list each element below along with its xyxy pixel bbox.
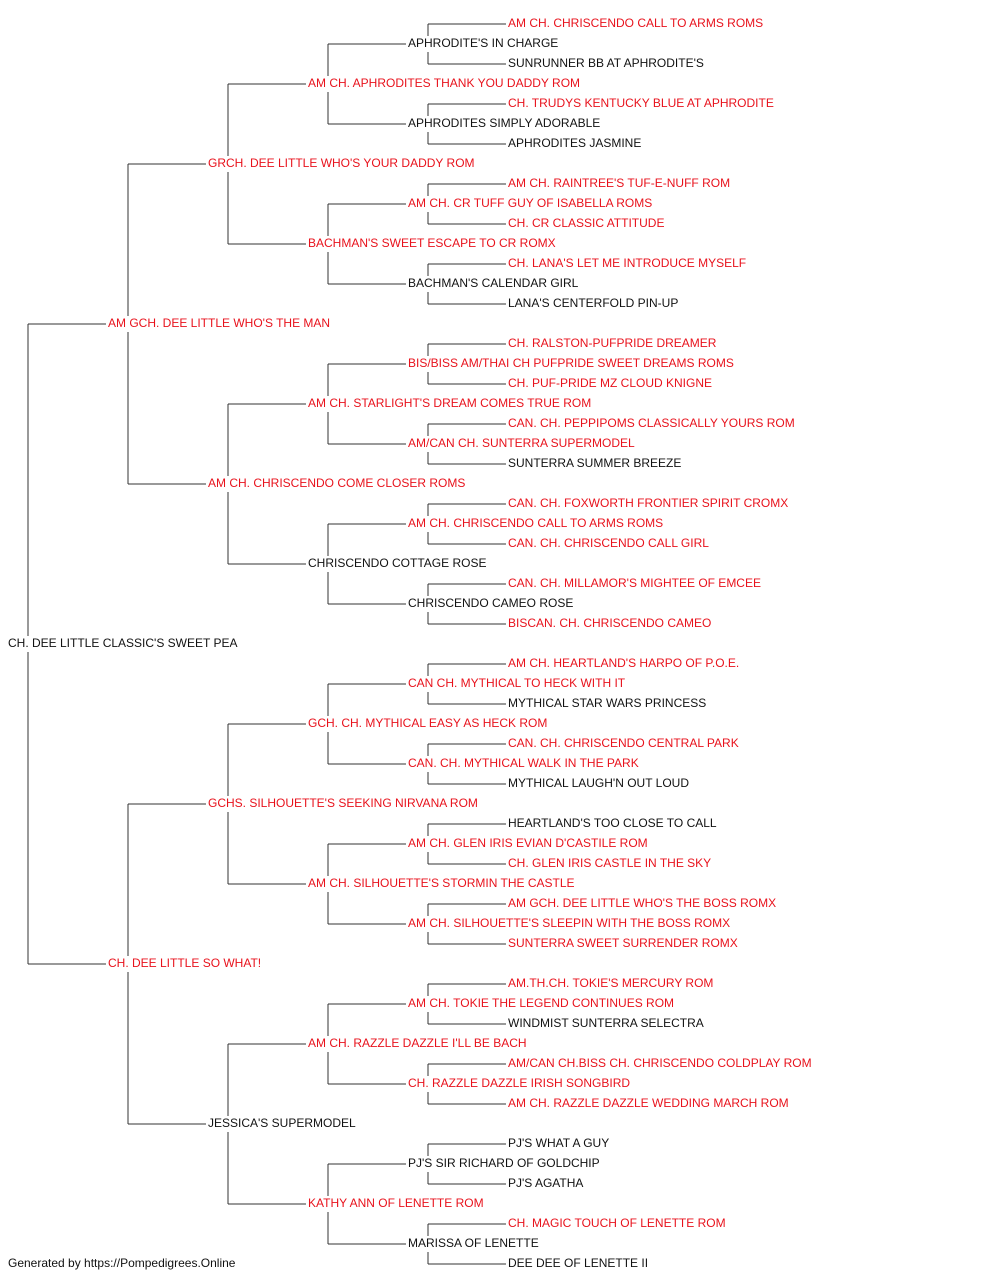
sire-name-gen-4: AM CH. CHRISCENDO CALL TO ARMS ROMS xyxy=(408,516,663,530)
sire-name-gen-4: AM CH. CR TUFF GUY OF ISABELLA ROMS xyxy=(408,196,652,210)
dam-name-gen-5: WINDMIST SUNTERRA SELECTRA xyxy=(508,1016,704,1030)
dam-name-gen-4: CAN. CH. MYTHICAL WALK IN THE PARK xyxy=(408,756,639,770)
sire-name-gen-3: AM CH. RAZZLE DAZZLE I'LL BE BACH xyxy=(308,1036,527,1050)
dam-name-gen-4: MARISSA OF LENETTE xyxy=(408,1236,539,1250)
dam-name-gen-5: AM CH. RAZZLE DAZZLE WEDDING MARCH ROM xyxy=(508,1096,789,1110)
dam-name-gen-5: SUNTERRA SUMMER BREEZE xyxy=(508,456,681,470)
dog-names: CH. DEE LITTLE CLASSIC'S SWEET PEA Gener… xyxy=(8,16,812,1270)
dam-name-gen-5: DEE DEE OF LENETTE II xyxy=(508,1256,648,1270)
sire-name-gen-5: AM.TH.CH. TOKIE'S MERCURY ROM xyxy=(508,976,713,990)
sire-name-gen-4: AM CH. TOKIE THE LEGEND CONTINUES ROM xyxy=(408,996,674,1010)
dam-name-gen-4: AM CH. SILHOUETTE'S SLEEPIN WITH THE BOS… xyxy=(408,916,730,930)
sire-name-gen-4: AM CH. GLEN IRIS EVIAN D'CASTILE ROM xyxy=(408,836,648,850)
sire-name-gen-4: PJ'S SIR RICHARD OF GOLDCHIP xyxy=(408,1156,600,1170)
dam-name-gen-5: BISCAN. CH. CHRISCENDO CAMEO xyxy=(508,616,711,630)
subject-name: CH. DEE LITTLE CLASSIC'S SWEET PEA xyxy=(8,636,237,650)
sire-name-gen-3: GCH. CH. MYTHICAL EASY AS HECK ROM xyxy=(308,716,547,730)
sire-name-gen-5: AM CH. HEARTLAND'S HARPO OF P.O.E. xyxy=(508,656,739,670)
dam-name-gen-5: PJ'S AGATHA xyxy=(508,1176,583,1190)
dam-name-gen-2: AM CH. CHRISCENDO COME CLOSER ROMS xyxy=(208,476,465,490)
generated-by-footer: Generated by https://Pompedigrees.Online xyxy=(8,1256,236,1270)
sire-name-gen-3: AM CH. APHRODITES THANK YOU DADDY ROM xyxy=(308,76,580,90)
sire-name-gen-2: GCHS. SILHOUETTE'S SEEKING NIRVANA ROM xyxy=(208,796,478,810)
sire-name-gen-1: AM GCH. DEE LITTLE WHO'S THE MAN xyxy=(108,316,330,330)
sire-name-gen-5: AM GCH. DEE LITTLE WHO'S THE BOSS ROMX xyxy=(508,896,776,910)
sire-name-gen-4: APHRODITE'S IN CHARGE xyxy=(408,36,558,50)
sire-name-gen-5: CAN. CH. FOXWORTH FRONTIER SPIRIT CROMX xyxy=(508,496,788,510)
dam-name-gen-4: AM/CAN CH. SUNTERRA SUPERMODEL xyxy=(408,436,635,450)
dam-name-gen-4: APHRODITES SIMPLY ADORABLE xyxy=(408,116,600,130)
dam-name-gen-5: MYTHICAL STAR WARS PRINCESS xyxy=(508,696,706,710)
dam-name-gen-4: CH. RAZZLE DAZZLE IRISH SONGBIRD xyxy=(408,1076,630,1090)
dam-name-gen-5: SUNRUNNER BB AT APHRODITE'S xyxy=(508,56,704,70)
dam-name-gen-5: LANA'S CENTERFOLD PIN-UP xyxy=(508,296,678,310)
dam-name-gen-3: KATHY ANN OF LENETTE ROM xyxy=(308,1196,484,1210)
sire-name-gen-4: BIS/BISS AM/THAI CH PUFPRIDE SWEET DREAM… xyxy=(408,356,734,370)
sire-name-gen-2: GRCH. DEE LITTLE WHO'S YOUR DADDY ROM xyxy=(208,156,475,170)
dam-name-gen-4: CHRISCENDO CAMEO ROSE xyxy=(408,596,573,610)
sire-name-gen-5: AM CH. RAINTREE'S TUF-E-NUFF ROM xyxy=(508,176,730,190)
dam-name-gen-4: BACHMAN'S CALENDAR GIRL xyxy=(408,276,579,290)
dam-name-gen-5: CAN. CH. CHRISCENDO CALL GIRL xyxy=(508,536,709,550)
dam-name-gen-5: CH. PUF-PRIDE MZ CLOUD KNIGNE xyxy=(508,376,712,390)
sire-name-gen-5: CH. LANA'S LET ME INTRODUCE MYSELF xyxy=(508,256,746,270)
dam-name-gen-5: CH. GLEN IRIS CASTLE IN THE SKY xyxy=(508,856,711,870)
sire-name-gen-4: CAN CH. MYTHICAL TO HECK WITH IT xyxy=(408,676,626,690)
sire-name-gen-5: HEARTLAND'S TOO CLOSE TO CALL xyxy=(508,816,717,830)
connector-lines xyxy=(27,23,506,1265)
sire-name-gen-5: AM CH. CHRISCENDO CALL TO ARMS ROMS xyxy=(508,16,763,30)
sire-name-gen-5: CH. RALSTON-PUFPRIDE DREAMER xyxy=(508,336,717,350)
sire-name-gen-5: AM/CAN CH.BISS CH. CHRISCENDO COLDPLAY R… xyxy=(508,1056,812,1070)
sire-name-gen-5: CAN. CH. CHRISCENDO CENTRAL PARK xyxy=(508,736,739,750)
dam-name-gen-5: SUNTERRA SWEET SURRENDER ROMX xyxy=(508,936,738,950)
sire-name-gen-5: CH. MAGIC TOUCH OF LENETTE ROM xyxy=(508,1216,726,1230)
sire-name-gen-5: PJ'S WHAT A GUY xyxy=(508,1136,609,1150)
dam-name-gen-5: APHRODITES JASMINE xyxy=(508,136,641,150)
dam-name-gen-3: CHRISCENDO COTTAGE ROSE xyxy=(308,556,486,570)
sire-name-gen-5: CAN. CH. MILLAMOR'S MIGHTEE OF EMCEE xyxy=(508,576,761,590)
sire-name-gen-5: CAN. CH. PEPPIPOMS CLASSICALLY YOURS ROM xyxy=(508,416,795,430)
dam-name-gen-3: AM CH. SILHOUETTE'S STORMIN THE CASTLE xyxy=(308,876,575,890)
dam-name-gen-1: CH. DEE LITTLE SO WHAT! xyxy=(108,956,261,970)
dam-name-gen-5: MYTHICAL LAUGH'N OUT LOUD xyxy=(508,776,689,790)
sire-name-gen-3: AM CH. STARLIGHT'S DREAM COMES TRUE ROM xyxy=(308,396,591,410)
dam-name-gen-5: CH. CR CLASSIC ATTITUDE xyxy=(508,216,664,230)
sire-name-gen-5: CH. TRUDYS KENTUCKY BLUE AT APHRODITE xyxy=(508,96,774,110)
dam-name-gen-3: BACHMAN'S SWEET ESCAPE TO CR ROMX xyxy=(308,236,556,250)
dam-name-gen-2: JESSICA'S SUPERMODEL xyxy=(208,1116,356,1130)
